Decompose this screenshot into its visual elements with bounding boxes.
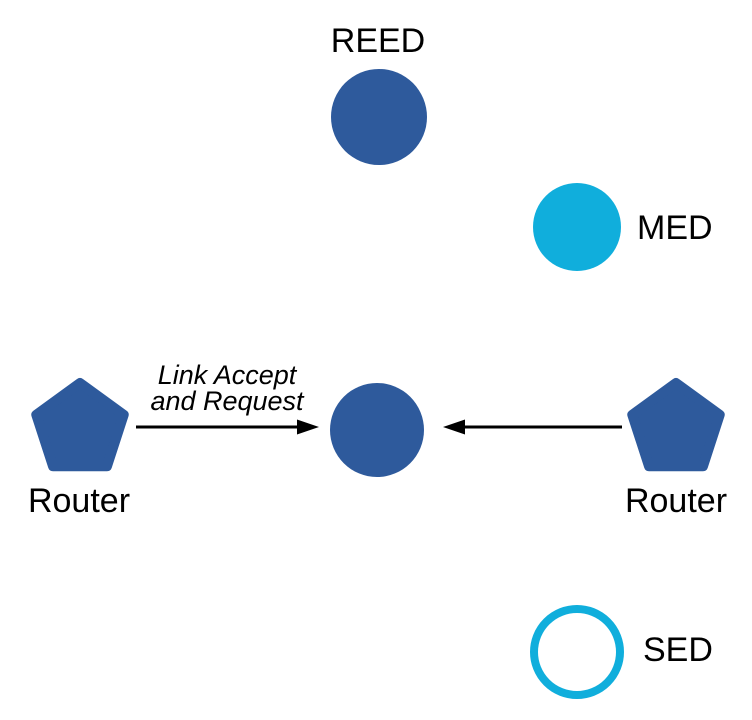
left-arrow-label-line1: Link Accept	[157, 360, 297, 390]
center-node-circle	[330, 383, 424, 477]
left-arrow-label-line2: and Request	[150, 386, 304, 416]
sed-node-ring	[530, 605, 624, 699]
router-left-label: Router	[27, 482, 131, 520]
med-node-label: MED	[637, 209, 713, 247]
left-arrowhead	[297, 419, 319, 435]
med-node-circle	[533, 183, 621, 271]
right-arrowhead	[443, 419, 465, 435]
left-arrow-label: Link Accept and Request	[107, 360, 347, 416]
reed-node-circle	[331, 69, 427, 165]
sed-node-label: SED	[643, 631, 713, 669]
reed-node-label: REED	[330, 22, 426, 60]
router-left-pentagon	[31, 378, 129, 472]
right-arrow	[443, 419, 622, 435]
router-right-label: Router	[624, 482, 728, 520]
router-right-pentagon	[627, 378, 725, 472]
left-arrow	[136, 419, 319, 435]
